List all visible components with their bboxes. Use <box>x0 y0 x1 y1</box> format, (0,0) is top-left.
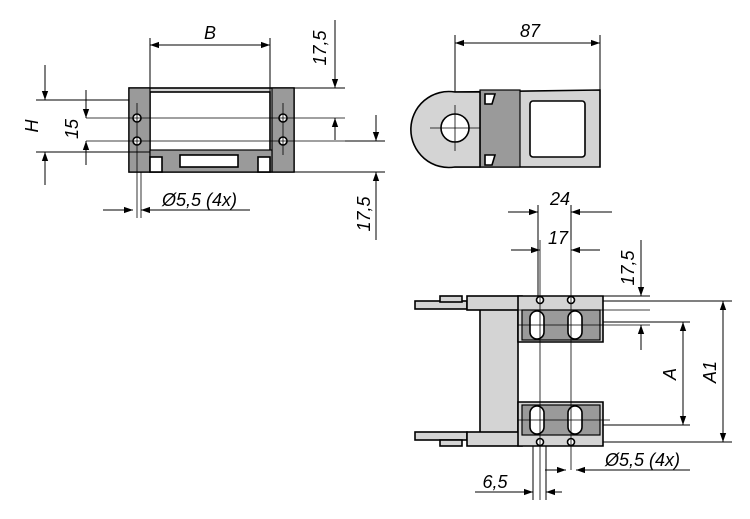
side-window <box>529 100 586 158</box>
dim-17-5-bottom-label: 17,5 <box>618 250 638 286</box>
dim-17-label: 17 <box>548 228 569 248</box>
hole-bottom-label: Ø5,5 (4x) <box>604 450 680 470</box>
hole-front-label: Ø5,5 (4x) <box>161 190 237 210</box>
side-view: 87 <box>410 21 601 169</box>
dim-17-5-side-label: 17,5 <box>354 196 374 232</box>
front-notch-right <box>257 156 271 173</box>
front-view: B 17,5 H 15 17,5 Ø5,5 (4x) <box>22 20 385 240</box>
dim-A1-label: A1 <box>700 361 720 384</box>
front-notch-left <box>149 156 163 173</box>
front-bracket-window <box>149 91 271 158</box>
dim-H-label: H <box>22 119 42 133</box>
dim-24-label: 24 <box>549 189 570 209</box>
dim-15-label: 15 <box>62 118 82 139</box>
top-view-body <box>479 304 519 441</box>
dim-6-5-label: 6,5 <box>482 472 508 492</box>
dim-87-label: 87 <box>520 21 541 41</box>
front-left-flange <box>128 87 151 173</box>
dim-B-label: B <box>204 23 216 43</box>
front-base-slot <box>179 154 239 168</box>
dim-17-5-top-label: 17,5 <box>310 30 330 66</box>
top-view: 24 17 17,5 A A1 6,5 Ø5,5 (4x) <box>414 189 732 500</box>
dim-A-label: A <box>660 368 680 381</box>
